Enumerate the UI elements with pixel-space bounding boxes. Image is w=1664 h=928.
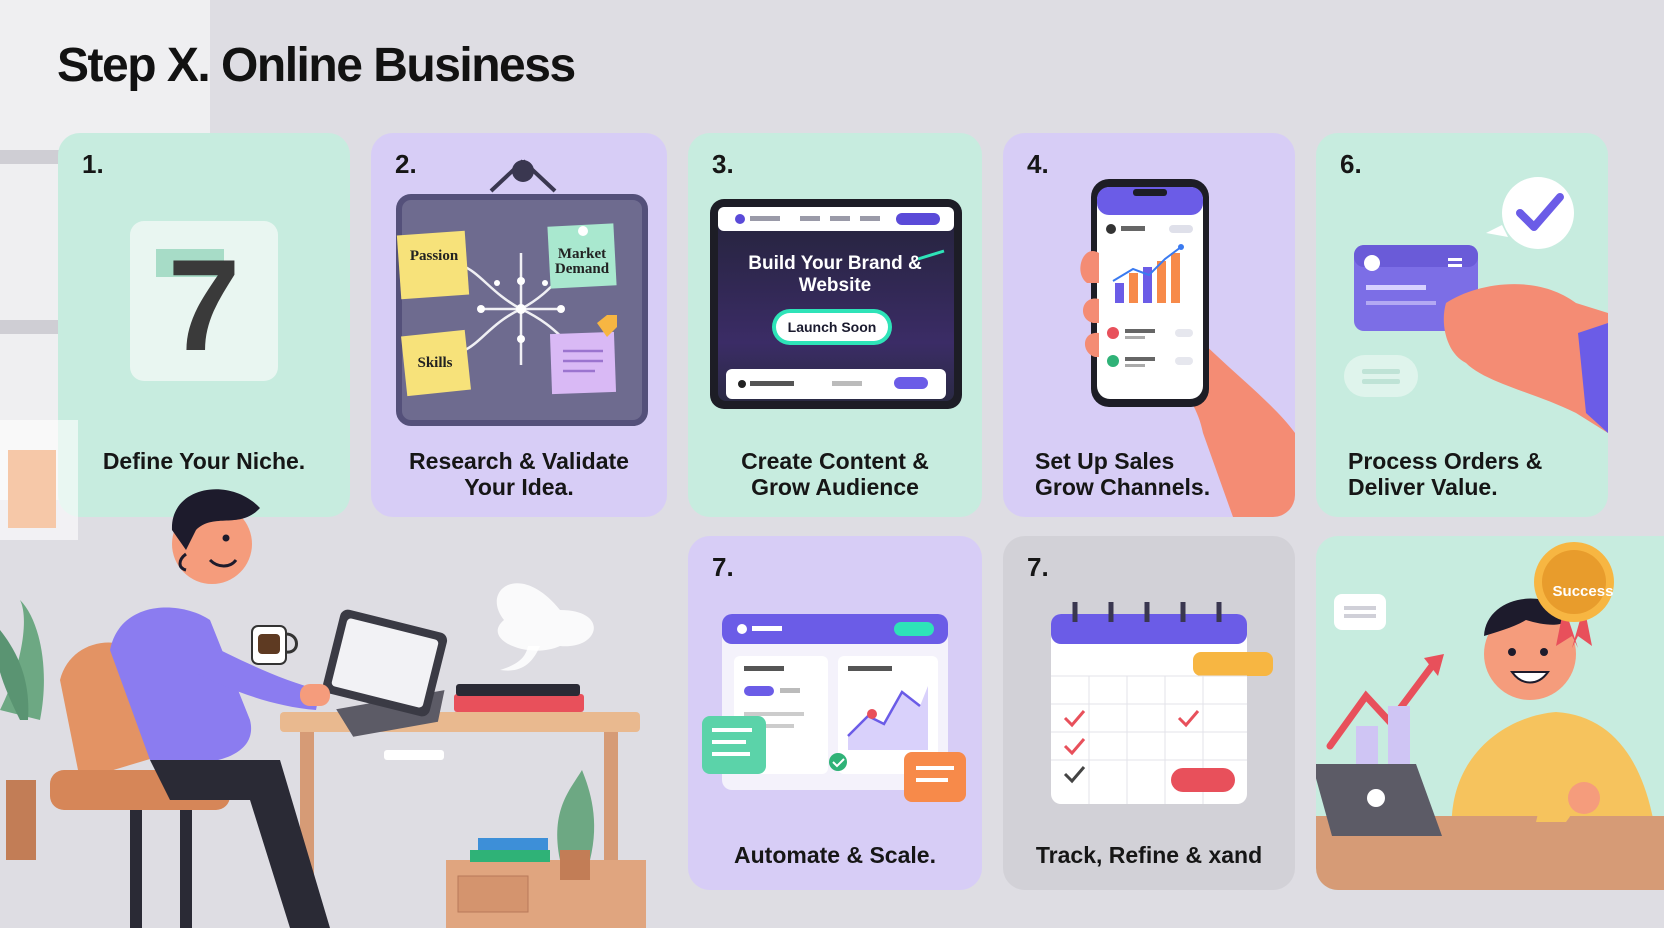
step-number: 7. — [712, 552, 734, 582]
step-number: 6. — [1340, 149, 1362, 179]
step-label: Process Orders & Deliver Value. — [1348, 448, 1543, 500]
sticky-note-passion: Passion — [409, 248, 459, 264]
step-number: 2. — [395, 149, 417, 179]
step-number: 3. — [712, 149, 734, 179]
success-card — [1316, 536, 1664, 890]
step-label: Track, Refine & xand — [1035, 842, 1263, 868]
page-title: Step X. Online Business — [57, 39, 576, 92]
mind-map-board-illustration — [396, 159, 648, 426]
step-card-3[interactable]: 3. Build Your Brand & Website Launch Soo… — [688, 133, 982, 517]
sticky-note-skills: Skills — [417, 355, 453, 371]
step-label: Automate & Scale. — [734, 842, 936, 868]
workspace-illustration — [0, 420, 646, 928]
step-label: Create Content & Grow Audience — [741, 448, 929, 500]
success-badge-label: Success — [1552, 583, 1614, 600]
step-label: Research & Validate Your Idea. — [409, 448, 629, 500]
step-card-7-track[interactable]: 7. Track, Refine & xand — [1003, 536, 1295, 890]
brand-headline: Build Your Brand & Website — [748, 253, 922, 296]
background-stripe — [0, 150, 60, 164]
step-card-7-automate[interactable]: 7. Automate & Scale. — [688, 536, 982, 890]
sticky-note-market-demand: Market Demand — [554, 246, 610, 277]
payment-card-illustration — [1344, 177, 1608, 433]
tablet-website-illustration — [710, 199, 962, 409]
step-number: 7. — [1027, 552, 1049, 582]
dashboard-automation-illustration — [702, 614, 966, 802]
phone-sales-illustration — [1080, 179, 1295, 517]
niche-tile-shade — [156, 249, 224, 277]
step-label: Define Your Niche. — [102, 448, 306, 474]
step-number: 4. — [1027, 149, 1049, 179]
step-card-1[interactable]: 1. 7 Define Your Niche. — [58, 133, 350, 517]
launch-soon-button[interactable]: Launch Soon — [776, 313, 888, 341]
calendar-illustration — [1051, 602, 1273, 804]
step-card-4[interactable]: 4. Set Up Sales Grow Channels. — [1003, 133, 1295, 517]
step-card-6[interactable]: 6. Process Orders & Deliver Value. — [1316, 133, 1608, 517]
step-card-2[interactable]: 2. Passion Market Demand Skills — [371, 133, 667, 517]
step-label: Set Up Sales Grow Channels. — [1035, 448, 1211, 500]
niche-tile — [130, 221, 278, 381]
niche-digit: 7 — [167, 232, 241, 378]
background-stripe — [0, 320, 60, 334]
success-person-illustration — [1316, 542, 1664, 890]
step-number: 1. — [82, 149, 104, 179]
